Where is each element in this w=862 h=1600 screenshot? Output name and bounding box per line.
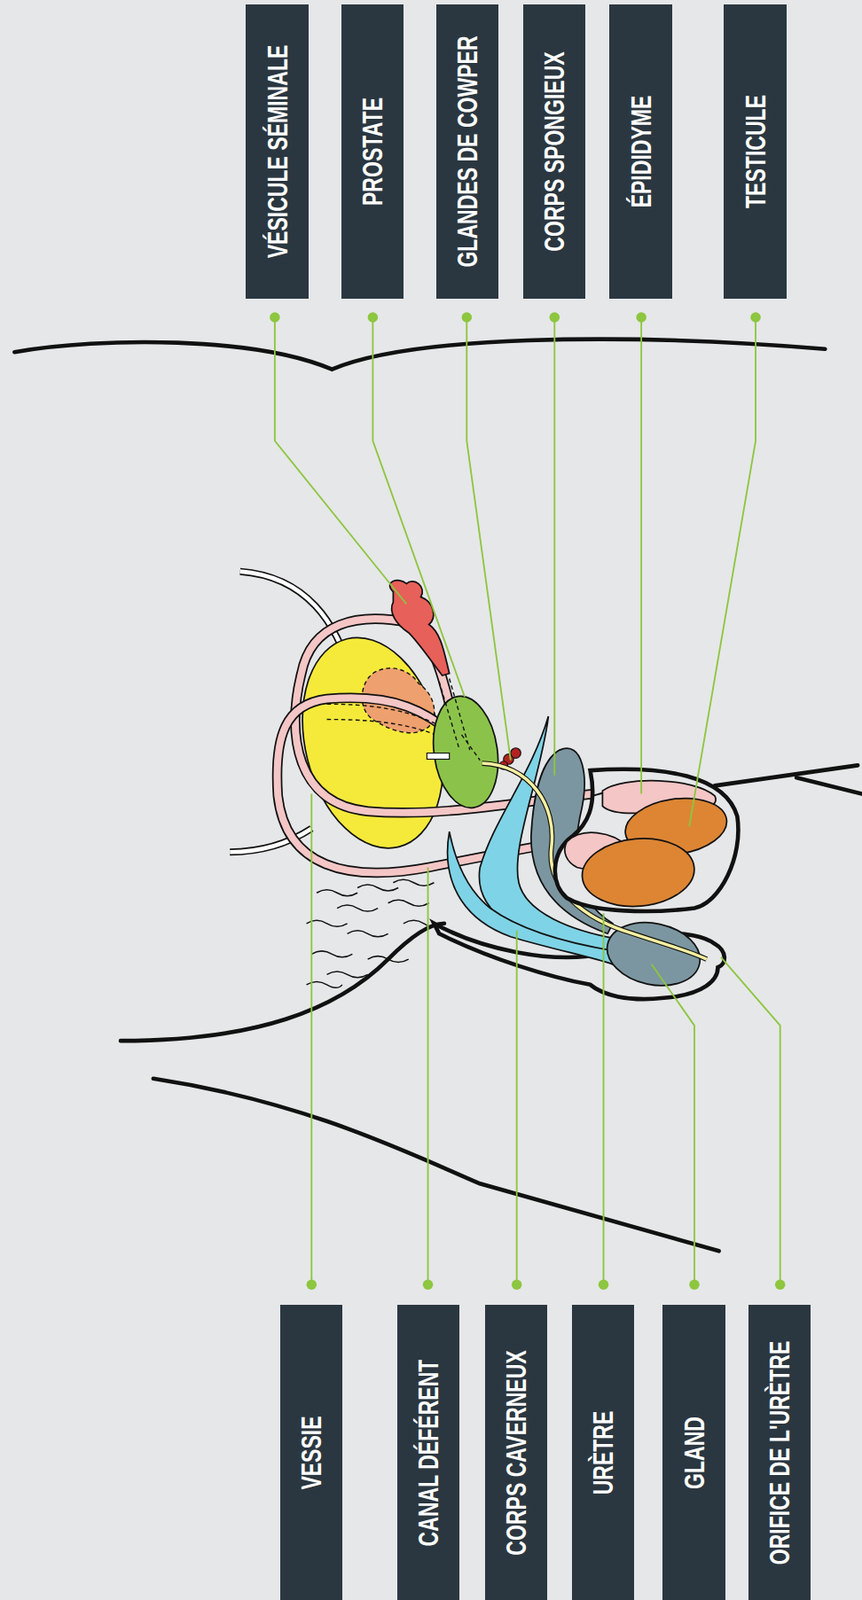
label-box: ORIFICE DE L'URÈTRE — [748, 1305, 811, 1600]
label-box: PROSTATE — [341, 4, 404, 299]
label-box: URÈTRE — [572, 1305, 635, 1600]
label-box: CORPS SPONGIEUX — [523, 4, 586, 299]
label-box: ÉPIDIDYME — [609, 4, 673, 299]
label-text: PROSTATE — [358, 97, 387, 206]
label-box: CORPS CAVERNEUX — [485, 1305, 548, 1600]
label-box: VÉSICULE SÉMINALE — [245, 4, 309, 299]
label-text: GLAND — [680, 1417, 709, 1490]
label-box: GLANDES DE COWPER — [436, 4, 499, 299]
label-text: URÈTRE — [588, 1410, 618, 1496]
label-box: VESSIE — [280, 1305, 343, 1600]
label-text: ORIFICE DE L'URÈTRE — [765, 1340, 794, 1566]
label-text: GLANDES DE COWPER — [453, 35, 482, 267]
label-box: TESTICULE — [723, 4, 787, 299]
label-text: CORPS SPONGIEUX — [540, 51, 569, 251]
label-text: VÉSICULE SÉMINALE — [263, 45, 292, 259]
label-box: CANAL DÉFÉRENT — [397, 1305, 460, 1600]
label-text: TESTICULE — [741, 94, 770, 209]
label-text: VESSIE — [297, 1416, 326, 1490]
label-text: ÉPIDIDYME — [626, 95, 656, 209]
label-text: CANAL DÉFÉRENT — [414, 1359, 443, 1547]
label-text: CORPS CAVERNEUX — [501, 1350, 531, 1556]
label-box: GLAND — [662, 1305, 726, 1600]
